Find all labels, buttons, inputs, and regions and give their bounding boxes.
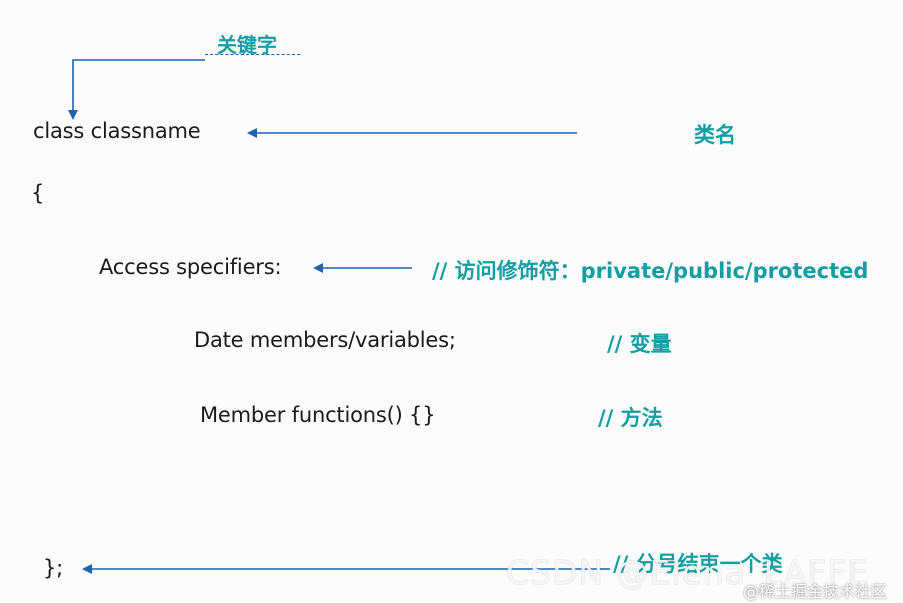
semicolon-annotation: // 分号结束一个类 [613,552,783,576]
access-specifier-annotation: // 访问修饰符：private/public/protected [432,259,869,283]
variables-annotation: // 变量 [607,332,672,356]
keyword-underline [205,54,300,55]
csdn-watermark: CSDN @Elena_LAFFE [506,553,870,592]
class-declaration-line: class classname [33,119,201,143]
keyword-annotation: 关键字 [217,33,277,57]
member-functions-line: Member functions() {} [200,403,436,427]
methods-annotation: // 方法 [598,406,663,430]
access-specifiers-line: Access specifiers: [99,255,282,279]
close-brace-semicolon: }; [43,556,64,580]
open-brace: { [31,181,45,205]
site-watermark: @稀土掘金技术社区 [743,582,888,601]
classname-annotation: 类名 [694,123,736,147]
keyword-arrow [68,59,205,120]
data-members-line: Date members/variables; [194,328,456,352]
